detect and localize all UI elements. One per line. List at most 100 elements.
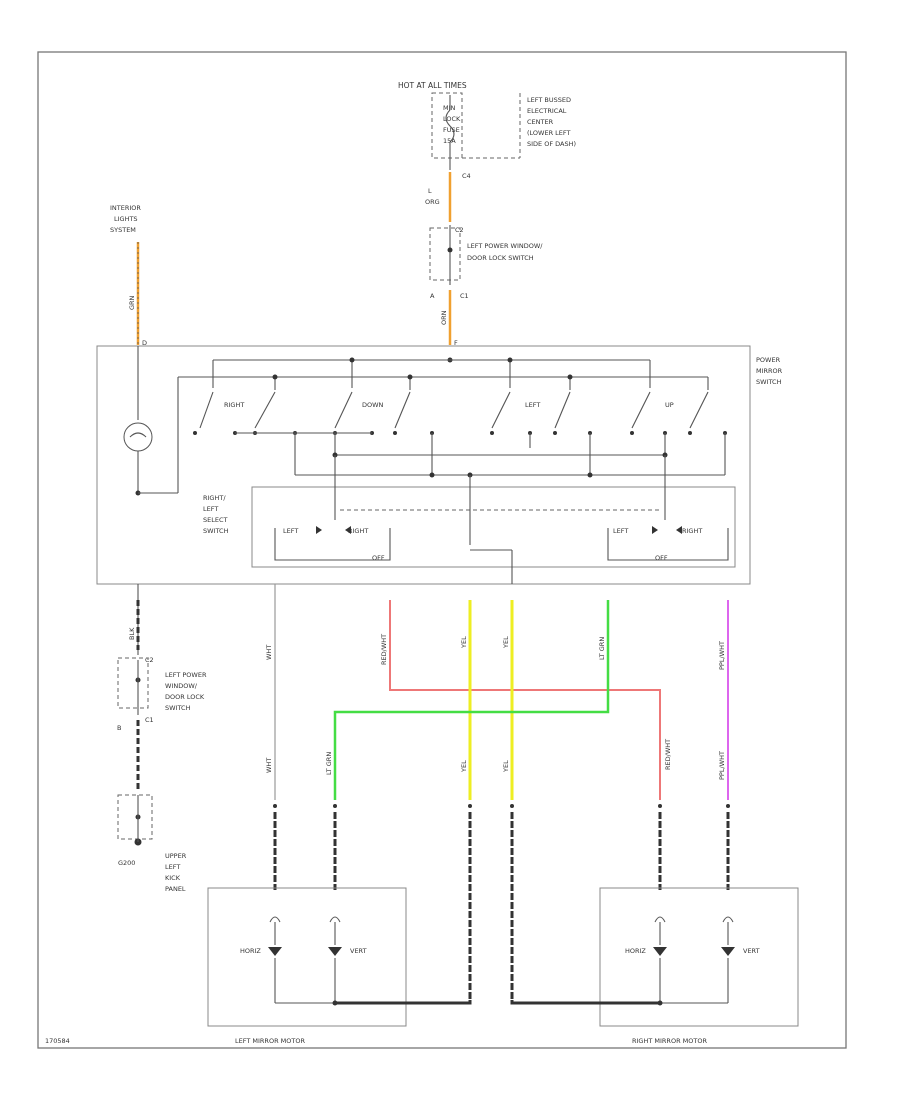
- left-mirror-motor-label: LEFT MIRROR MOTOR: [235, 1037, 305, 1045]
- diagram-frame: [37, 51, 847, 1049]
- left-switch-top-label-1: LEFT POWER WINDOW/: [467, 242, 543, 250]
- wire-orn-label: ORN: [440, 310, 448, 325]
- yellow-wire-label-3: YEL: [460, 760, 468, 773]
- select-switch-label-4: SWITCH: [203, 527, 229, 535]
- red-white-wire: [389, 600, 661, 800]
- right-horiz-terminal: [654, 916, 666, 923]
- left-vert-label: VERT: [350, 947, 367, 955]
- switch-contacts-bottom: [193, 431, 727, 435]
- power-source: HOT AT ALL TIMES MIN LOCK FUSE 15A LEFT …: [398, 81, 576, 206]
- ground-circuit: BLK C2 LEFT POWER WINDOW/ DOOR LOCK SWIT…: [117, 584, 207, 893]
- white-wire-label-2: WHT: [265, 758, 273, 773]
- select-right-off-label: OFF: [655, 554, 668, 562]
- pin-f-label: F: [454, 339, 458, 347]
- yellow-wire-label-4: YEL: [502, 760, 510, 773]
- gnd-wire-label: BLK: [128, 627, 136, 640]
- up-direction-label: UP: [665, 401, 674, 409]
- left-switch-bottom-label-1: LEFT POWER: [165, 671, 207, 679]
- left-vert-terminal: [329, 916, 341, 923]
- select-switch-label-1: RIGHT/: [203, 494, 226, 502]
- interior-lights-label-2: LIGHTS: [114, 215, 138, 223]
- fusebox-label-5: SIDE OF DASH): [527, 140, 576, 148]
- ground-location-label-4: PANEL: [165, 885, 186, 893]
- switch-blade-up-2: [689, 391, 709, 429]
- ground-location-label-1: UPPER: [165, 852, 187, 860]
- left-horiz-label: HORIZ: [240, 947, 261, 955]
- left-mirror-motor: HORIZ VERT LEFT MIRROR MOTOR: [207, 887, 472, 1045]
- interior-lights-label-3: SYSTEM: [110, 226, 136, 234]
- red-wire-label-2: RED/WHT: [664, 739, 672, 770]
- left-switch-bottom-label-4: SWITCH: [165, 704, 191, 712]
- fuse-label-3: FUSE: [443, 126, 460, 134]
- right-vert-motor-icon: [721, 947, 735, 956]
- fuse-block-outline: [431, 92, 463, 159]
- power-mirror-label-3: SWITCH: [756, 378, 782, 386]
- hot-at-all-times-label: HOT AT ALL TIMES: [398, 81, 467, 90]
- fuse-label-1: MIN: [443, 104, 456, 112]
- fusebox-label-1: LEFT BUSSED: [527, 96, 571, 104]
- connector-c1-bottom-label: C1: [145, 716, 154, 724]
- right-horiz-label: HORIZ: [625, 947, 646, 955]
- interior-lights-label-1: INTERIOR: [110, 204, 141, 212]
- left-power-window-switch-top: C2 LEFT POWER WINDOW/ DOOR LOCK SWITCH A…: [429, 225, 543, 325]
- select-left-right-label: RIGHT: [348, 527, 368, 535]
- fuse-label-2: LOCK: [443, 115, 461, 123]
- interior-lights-wire-label: GRN: [128, 295, 136, 310]
- power-mirror-switch-box: [96, 345, 751, 585]
- fuse-label-4: 15A: [443, 137, 456, 145]
- select-switch-label-2: LEFT: [203, 505, 218, 513]
- fusebox-label-3: CENTER: [527, 118, 554, 126]
- switch-blade-left-2: [554, 391, 571, 429]
- wire-l-label: L: [428, 187, 432, 195]
- switch-blade-down-1: [334, 391, 353, 429]
- right-horiz-motor-icon: [653, 947, 667, 956]
- fusebox-label-4: (LOWER LEFT: [527, 129, 571, 137]
- right-mirror-motor-label: RIGHT MIRROR MOTOR: [632, 1037, 707, 1045]
- power-mirror-switch: POWER MIRROR SWITCH D F RIGHT: [96, 339, 783, 585]
- switch-blade-right-1: [199, 391, 214, 429]
- switch-blade-left-1: [491, 391, 511, 429]
- left-switch-bottom-label-3: DOOR LOCK: [165, 693, 205, 701]
- select-right-left-label: LEFT: [613, 527, 628, 535]
- connector-c2-top-label: C2: [455, 226, 464, 234]
- select-right-right-label: RIGHT: [682, 527, 702, 535]
- right-mirror-motor-box: [599, 887, 799, 1027]
- left-vert-motor-icon: [328, 947, 342, 956]
- select-left-left-label: LEFT: [283, 527, 298, 535]
- wire-org-label: ORG: [425, 198, 440, 206]
- fuse-symbol: [445, 109, 455, 143]
- ground-location-label-3: KICK: [165, 874, 181, 882]
- ground-block-outline: [117, 794, 153, 840]
- select-left-off-label: OFF: [372, 554, 385, 562]
- right-direction-label: RIGHT: [224, 401, 244, 409]
- pin-a-label: A: [430, 292, 435, 300]
- yellow-wire-label-2: YEL: [502, 636, 510, 649]
- right-mirror-motor: HORIZ VERT RIGHT MIRROR MOTOR: [510, 887, 799, 1045]
- left-horiz-terminal: [269, 916, 281, 923]
- switch-blade-down-2: [394, 391, 411, 429]
- connector-c1-top-label: C1: [460, 292, 469, 300]
- left-direction-label: LEFT: [525, 401, 540, 409]
- select-switch-box: [251, 486, 736, 568]
- right-vert-terminal: [722, 916, 734, 923]
- pin-d-label: D: [142, 339, 147, 347]
- illumination-lamp-icon: [123, 422, 153, 452]
- ground-id-label: G200: [118, 859, 135, 867]
- diagram-id-label: 170584: [45, 1037, 70, 1045]
- switch-blade-up-1: [631, 391, 651, 429]
- white-wire-label: WHT: [265, 645, 273, 660]
- pin-b-label: B: [117, 724, 121, 732]
- left-switch-top-label-2: DOOR LOCK SWITCH: [467, 254, 534, 262]
- green-wire-label-2: LT GRN: [325, 752, 333, 775]
- fusebox-label-2: ELECTRICAL: [527, 107, 567, 115]
- ground-location-label-2: LEFT: [165, 863, 180, 871]
- purple-wire-label: PPL/WHT: [718, 641, 726, 670]
- yellow-wire-label-1: YEL: [460, 636, 468, 649]
- mirror-connectors: [273, 804, 730, 1000]
- interior-lights-system: INTERIOR LIGHTS SYSTEM GRN: [110, 204, 141, 345]
- green-wire-label: LT GRN: [598, 637, 606, 660]
- power-mirror-label-2: MIRROR: [756, 367, 783, 375]
- power-mirror-label-1: POWER: [756, 356, 781, 364]
- select-switch-label-3: SELECT: [203, 516, 227, 524]
